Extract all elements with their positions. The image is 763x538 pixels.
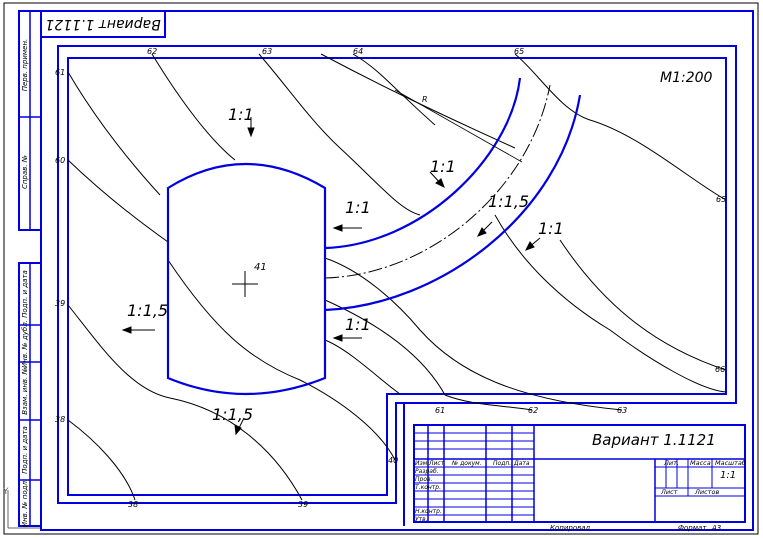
svg-text:60: 60 xyxy=(55,156,65,165)
svg-text:38: 38 xyxy=(128,500,138,509)
svg-text:63: 63 xyxy=(617,406,627,415)
format-value: А3 xyxy=(711,524,721,532)
svg-text:Y: Y xyxy=(2,487,9,497)
svg-text:Утв.: Утв. xyxy=(415,516,428,523)
rotated-title: Вариант 1.1121 xyxy=(45,16,161,32)
strip-label-6: Инв. № подл. xyxy=(21,479,29,527)
format-label: Формат xyxy=(678,524,707,532)
radius-line xyxy=(394,89,523,163)
side-strip: Перв. примен. Справ. № Подп. и дата Инв.… xyxy=(18,10,42,527)
svg-text:Подп.: Подп. xyxy=(493,460,511,467)
axis-icon: Y xyxy=(2,487,40,529)
svg-text:Масштаб: Масштаб xyxy=(715,459,746,467)
svg-text:№ докум.: № докум. xyxy=(451,460,482,467)
svg-text:65: 65 xyxy=(716,195,726,204)
svg-text:63: 63 xyxy=(262,47,272,56)
svg-text:62: 62 xyxy=(147,47,157,56)
variant-title: Вариант 1.1121 xyxy=(592,431,716,449)
ramp-center-line xyxy=(324,84,551,279)
svg-text:Т.контр.: Т.контр. xyxy=(415,484,441,491)
title-block xyxy=(413,424,746,523)
svg-text:1:1: 1:1 xyxy=(538,219,564,238)
svg-text:Лит.: Лит. xyxy=(663,459,679,467)
svg-text:40: 40 xyxy=(388,456,398,465)
svg-text:1:1,5: 1:1,5 xyxy=(488,192,529,211)
sheet-border xyxy=(3,2,759,535)
strip-label-2: Подп. и дата xyxy=(21,270,29,318)
svg-text:Листов: Листов xyxy=(694,488,719,496)
copied-label: Копировал xyxy=(550,524,591,532)
strip-label-1: Справ. № xyxy=(21,155,29,189)
strip-label-4: Взам. инв. № xyxy=(21,367,29,415)
svg-text:1:1: 1:1 xyxy=(228,105,254,124)
svg-text:Дата: Дата xyxy=(513,460,530,467)
ramp-outer-edge xyxy=(324,94,582,312)
svg-text:Изм.: Изм. xyxy=(415,460,429,467)
plan-inner-frame xyxy=(67,57,727,496)
svg-text:Пров.: Пров. xyxy=(415,476,433,483)
strip-label-5: Подп. и дата xyxy=(21,426,29,474)
svg-text:1:1: 1:1 xyxy=(430,157,456,176)
svg-text:Лист: Лист xyxy=(428,460,445,467)
ramp-inner-edge xyxy=(324,77,522,250)
platform-outline xyxy=(166,162,327,396)
title-block-headers: Изм. Лист № докум. Подп. Дата Разраб. Пр… xyxy=(415,460,530,523)
svg-text:Масса: Масса xyxy=(690,459,711,467)
svg-text:1:1,5: 1:1,5 xyxy=(212,405,253,424)
svg-text:39: 39 xyxy=(55,299,65,308)
svg-text:1:1: 1:1 xyxy=(720,470,736,481)
svg-text:1:1,5: 1:1,5 xyxy=(127,301,168,320)
svg-text:39: 39 xyxy=(298,500,308,509)
contour-lines xyxy=(67,53,727,501)
radius-label: R xyxy=(422,95,428,104)
svg-text:Н.контр.: Н.контр. xyxy=(415,508,442,515)
strip-label-3: Инв. № дубл. xyxy=(21,320,29,368)
pad-center-mark xyxy=(232,271,258,297)
svg-text:62: 62 xyxy=(528,406,538,415)
svg-text:61: 61 xyxy=(55,68,65,77)
title-block-right: Лит. Масса Масштаб 1:1 Лист Листов xyxy=(660,459,746,496)
svg-text:66: 66 xyxy=(715,365,725,374)
contour-labels: 62 63 64 65 61 60 39 38 38 39 65 66 61 6… xyxy=(55,47,726,509)
slope-labels: 1:1 1:1,5 1:1,5 1:1 1:1 1:1 1:1,5 1:1 xyxy=(127,105,564,424)
svg-text:1:1: 1:1 xyxy=(345,198,371,217)
svg-text:Разраб.: Разраб. xyxy=(415,468,439,475)
scale-label: М1:200 xyxy=(660,70,713,86)
svg-text:1:1: 1:1 xyxy=(345,315,371,334)
strip-label-0: Перв. примен. xyxy=(21,39,29,92)
svg-text:64: 64 xyxy=(353,47,363,56)
plan-outer-frame xyxy=(57,45,737,504)
svg-text:61: 61 xyxy=(435,406,445,415)
pad-elevation: 41 xyxy=(254,262,267,273)
svg-text:Лист: Лист xyxy=(660,488,678,496)
svg-text:65: 65 xyxy=(514,47,524,56)
svg-text:38: 38 xyxy=(55,415,65,424)
slope-arrows xyxy=(121,117,541,436)
